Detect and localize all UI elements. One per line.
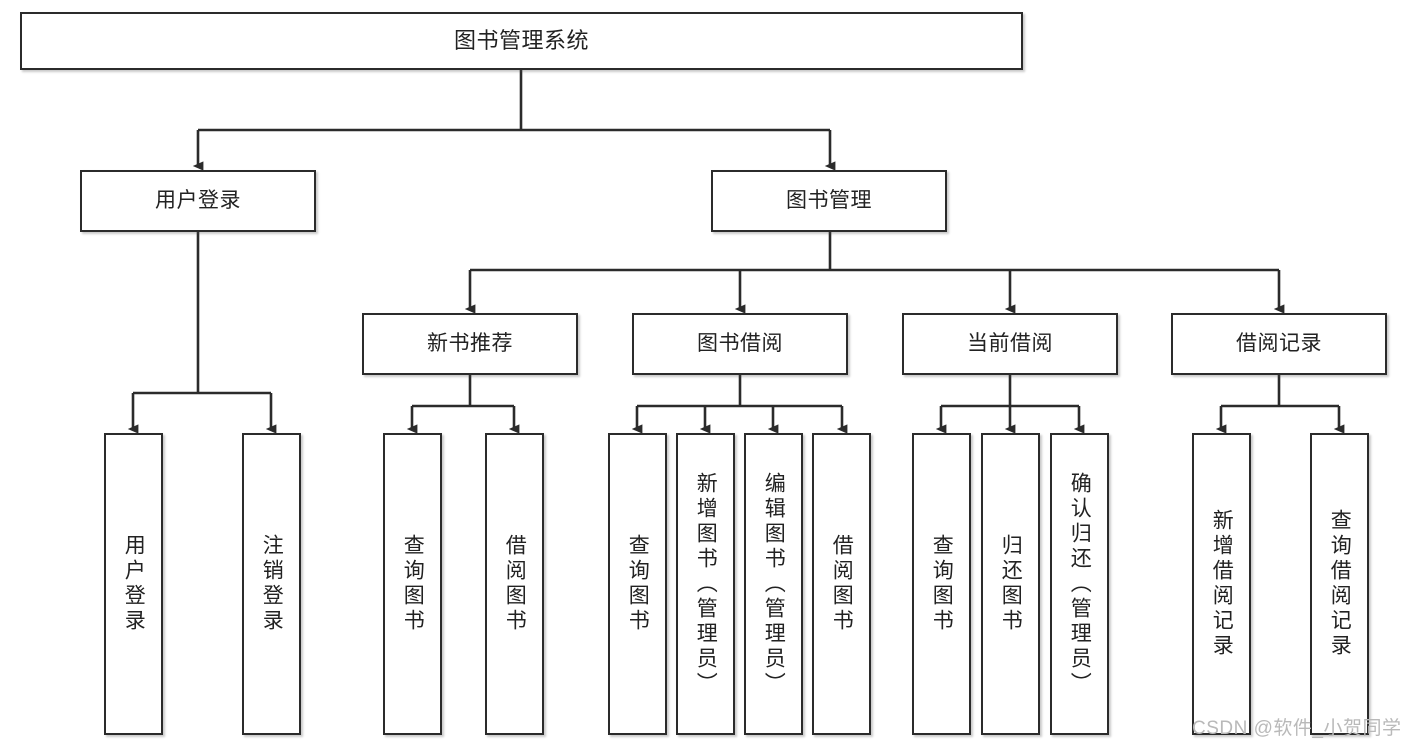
node-user-login-label: 用户登录 [155,189,241,213]
node-book-borrow[interactable]: 图书借阅 [632,313,848,375]
leaf-add-book[interactable]: 新增图书（管理员） [676,433,735,735]
leaf-borrow-book-1[interactable]: 借阅图书 [485,433,544,735]
node-current-borrow[interactable]: 当前借阅 [902,313,1118,375]
node-book-manage-label: 图书管理 [786,189,872,213]
leaf-borrow-book-2[interactable]: 借阅图书 [812,433,871,735]
leaf-query-record[interactable]: 查询借阅记录 [1310,433,1369,735]
node-root-label: 图书管理系统 [453,27,589,53]
leaf-logout[interactable]: 注销登录 [242,433,301,735]
node-current-borrow-label: 当前借阅 [967,332,1053,356]
node-user-login[interactable]: 用户登录 [80,170,316,232]
node-book-manage[interactable]: 图书管理 [711,170,947,232]
leaf-query-book-2[interactable]: 查询图书 [608,433,667,735]
node-book-borrow-label: 图书借阅 [697,332,783,356]
leaf-query-book-3[interactable]: 查询图书 [912,433,971,735]
leaf-add-book-label: 新增图书（管理员） [694,471,718,697]
node-borrow-record[interactable]: 借阅记录 [1171,313,1387,375]
leaf-query-record-label: 查询借阅记录 [1328,509,1352,659]
leaf-return-book[interactable]: 归还图书 [981,433,1040,735]
leaf-user-login-label: 用户登录 [122,534,146,634]
leaf-query-book-3-label: 查询图书 [930,534,954,634]
node-borrow-record-label: 借阅记录 [1236,332,1322,356]
leaf-query-book-2-label: 查询图书 [626,534,650,634]
leaf-borrow-book-2-label: 借阅图书 [830,534,854,634]
node-new-book-recommend-label: 新书推荐 [427,332,513,356]
leaf-user-login[interactable]: 用户登录 [104,433,163,735]
leaf-confirm-return[interactable]: 确认归还（管理员） [1050,433,1109,735]
leaf-borrow-book-1-label: 借阅图书 [503,534,527,634]
node-new-book-recommend[interactable]: 新书推荐 [362,313,578,375]
leaf-query-book-1[interactable]: 查询图书 [383,433,442,735]
leaf-confirm-return-label: 确认归还（管理员） [1068,471,1092,697]
leaf-add-record-label: 新增借阅记录 [1210,509,1234,659]
node-root[interactable]: 图书管理系统 [20,12,1023,70]
leaf-edit-book[interactable]: 编辑图书（管理员） [744,433,803,735]
leaf-query-book-1-label: 查询图书 [401,534,425,634]
leaf-return-book-label: 归还图书 [999,534,1023,634]
leaf-add-record[interactable]: 新增借阅记录 [1192,433,1251,735]
leaf-logout-label: 注销登录 [260,534,284,634]
leaf-edit-book-label: 编辑图书（管理员） [762,471,786,697]
